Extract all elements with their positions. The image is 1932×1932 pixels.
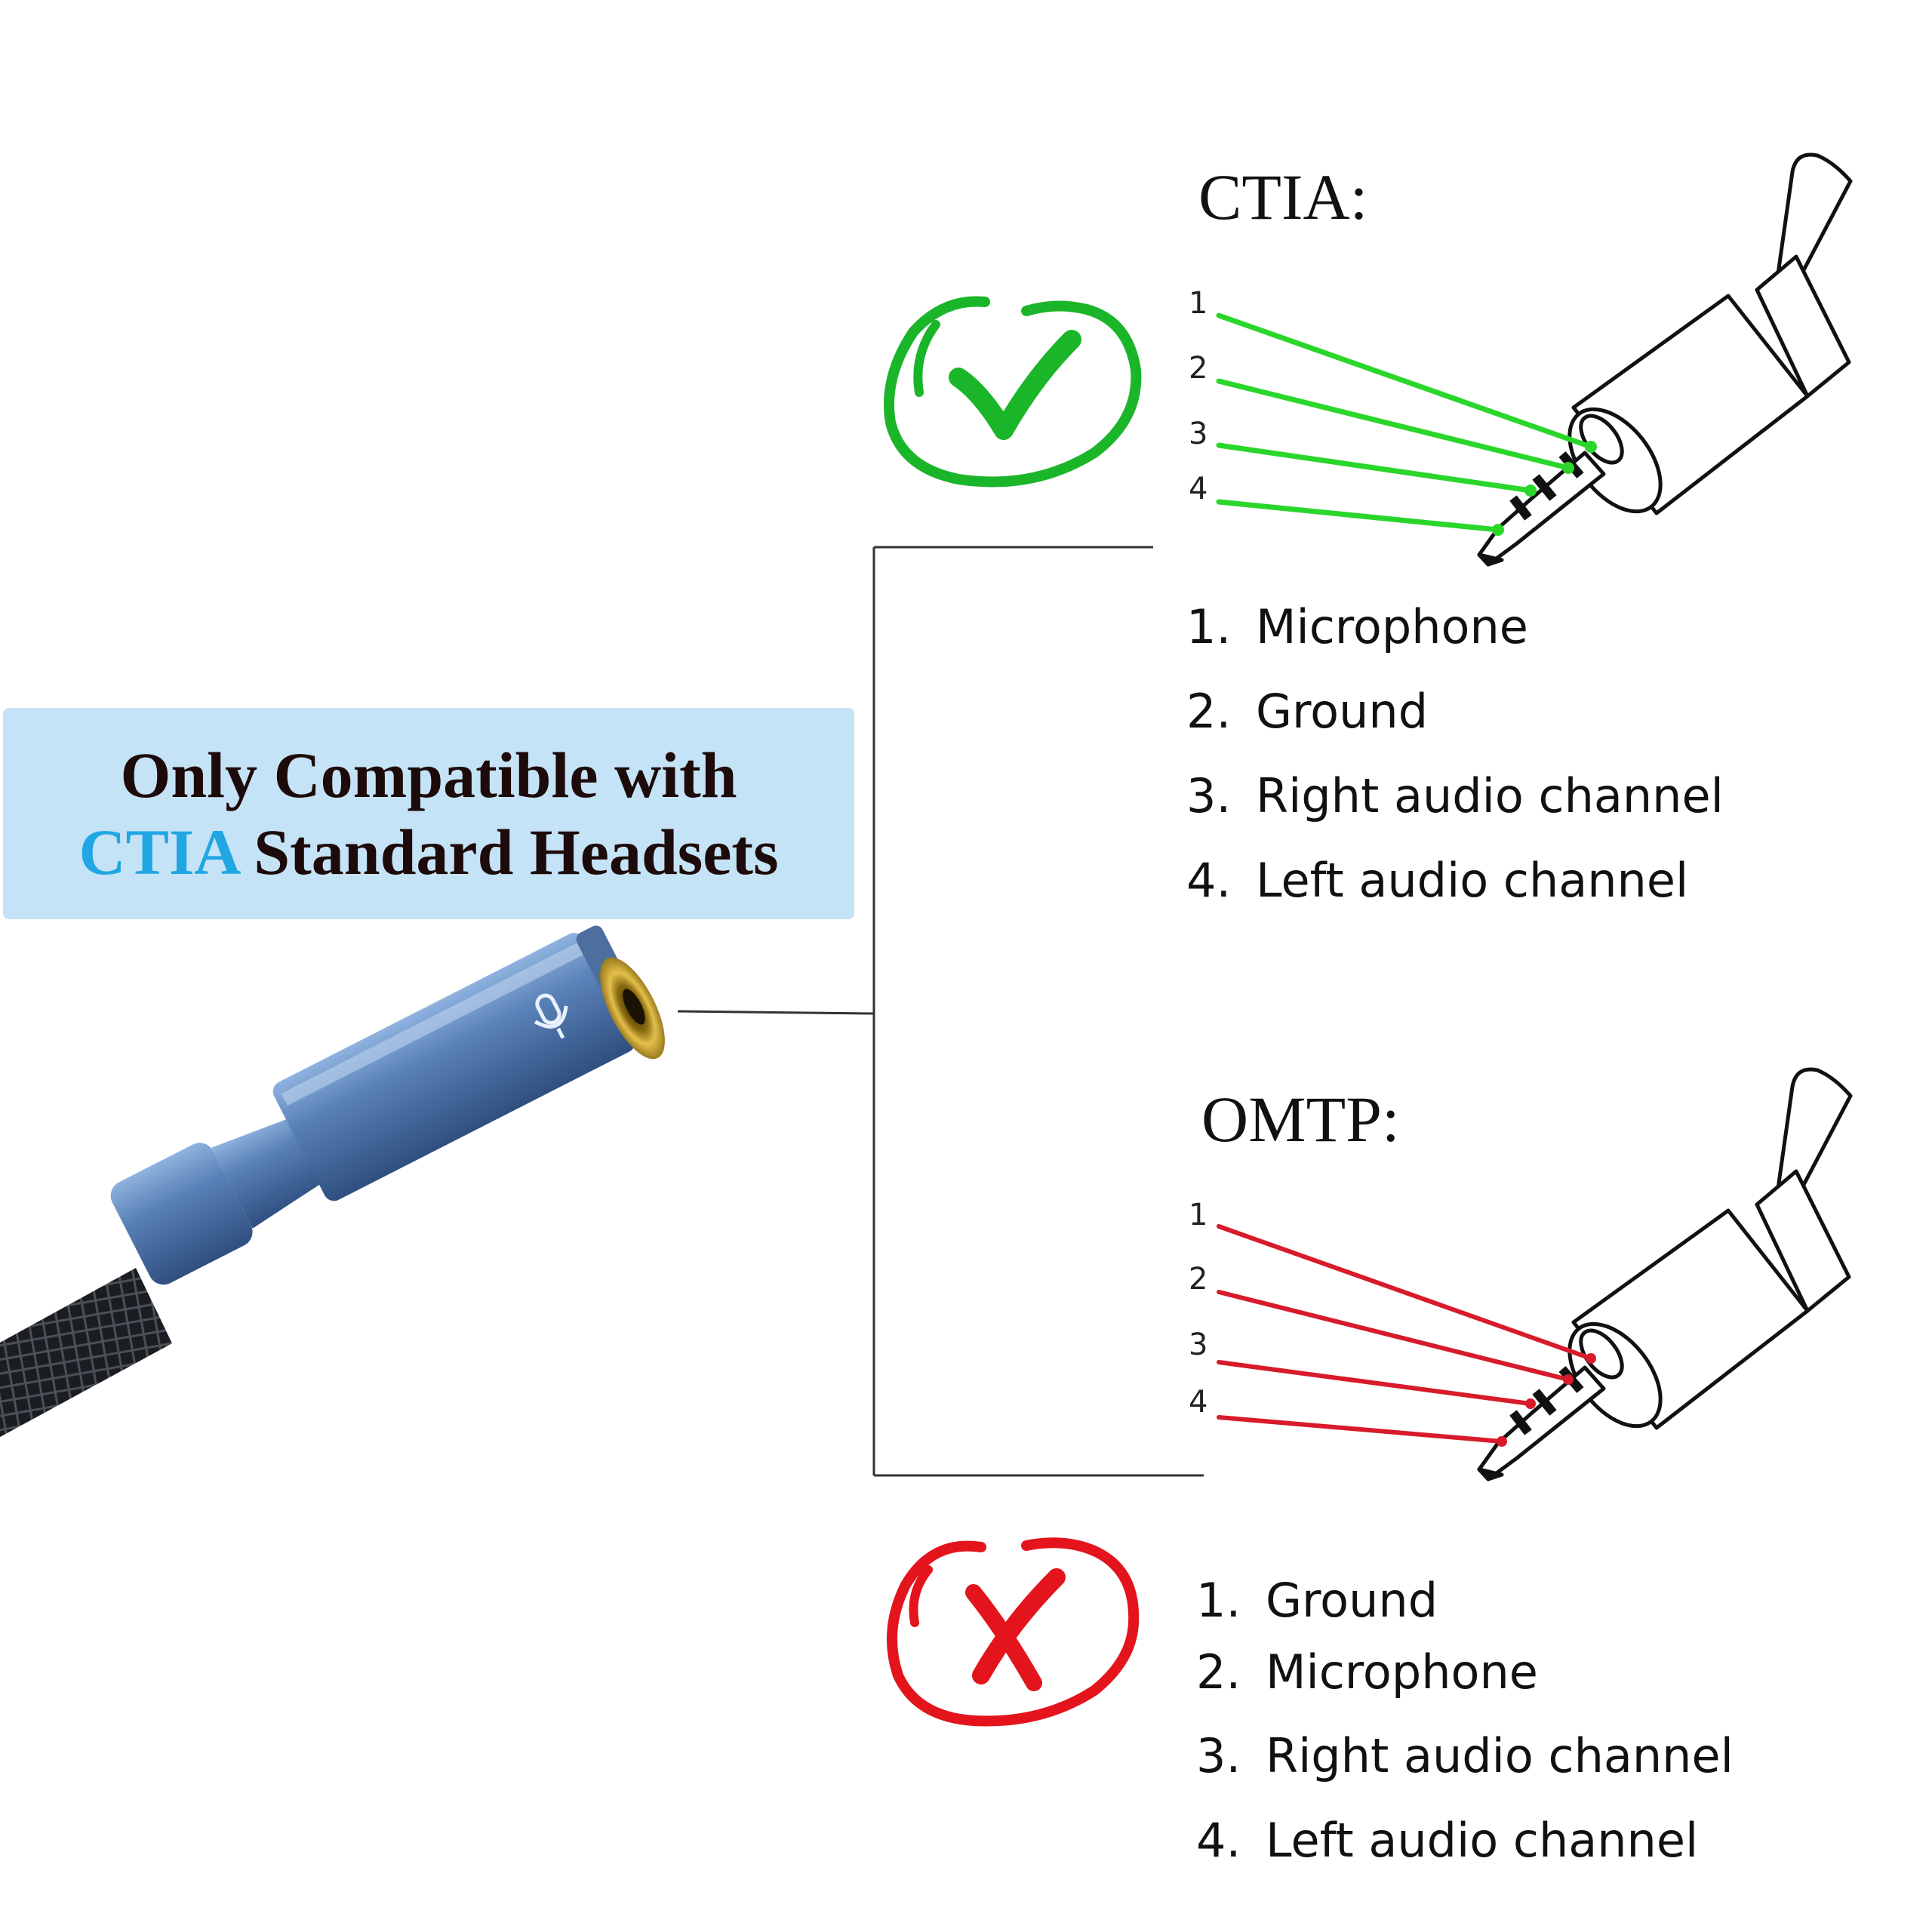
omtp-pin-1: 1 — [1189, 1198, 1208, 1232]
ctia-list-num: 1. — [1186, 599, 1232, 654]
omtp-list-num: 4. — [1196, 1813, 1241, 1868]
banner-line-2: CTIA Standard Headsets — [78, 814, 778, 891]
banner-line-2-rest: Standard Headsets — [237, 816, 779, 888]
compatibility-banner: Only Compatible with CTIA Standard Heads… — [3, 708, 854, 919]
ctia-list-num: 2. — [1186, 684, 1232, 739]
ctia-list-label: Left audio channel — [1256, 853, 1689, 908]
cross-icon — [887, 1537, 1140, 1727]
omtp-pin-lines — [1217, 1224, 1593, 1444]
ctia-list-item-2: 2.Ground — [1186, 688, 1428, 735]
omtp-list-item-4: 4.Left audio channel — [1196, 1817, 1698, 1864]
ctia-pin-lines — [1216, 312, 1594, 533]
omtp-pin-4: 4 — [1189, 1385, 1208, 1420]
banner-accent-ctia: CTIA — [78, 816, 238, 888]
omtp-list-item-1: 1.Ground — [1196, 1577, 1438, 1624]
microphone-icon — [534, 993, 568, 1039]
ctia-list-item-1: 1.Microphone — [1186, 604, 1528, 651]
omtp-plug-drawing — [1477, 1067, 1853, 1481]
ctia-list-label: Microphone — [1256, 599, 1528, 654]
ctia-list-item-3: 3.Right audio channel — [1186, 773, 1724, 820]
connector-bracket — [677, 546, 1204, 1477]
ctia-plug-drawing — [1477, 152, 1853, 567]
omtp-list-num: 1. — [1196, 1573, 1241, 1628]
omtp-title: OMTP: — [1201, 1083, 1400, 1155]
ctia-pin-4: 4 — [1189, 472, 1208, 506]
ctia-pin-2: 2 — [1189, 351, 1208, 386]
ctia-list-label: Ground — [1256, 684, 1429, 739]
ctia-list-item-4: 4.Left audio channel — [1186, 857, 1688, 904]
omtp-list-num: 2. — [1196, 1644, 1241, 1700]
ctia-title: CTIA: — [1198, 161, 1368, 233]
omtp-list-label: Ground — [1266, 1573, 1438, 1628]
omtp-pin-dots — [1497, 1353, 1596, 1447]
omtp-pin-2: 2 — [1189, 1262, 1208, 1297]
ctia-pin-dots — [1492, 441, 1597, 536]
adapter-image — [0, 925, 665, 1438]
ctia-list-num: 4. — [1186, 853, 1232, 908]
omtp-list-label: Microphone — [1266, 1644, 1538, 1700]
check-icon — [884, 296, 1142, 488]
omtp-list-num: 3. — [1196, 1728, 1241, 1783]
ctia-pin-1: 1 — [1189, 286, 1208, 321]
banner-line-1: Only Compatible with — [120, 739, 737, 811]
ctia-list-num: 3. — [1186, 768, 1232, 823]
omtp-list-label: Right audio channel — [1266, 1728, 1734, 1783]
omtp-list-item-2: 2.Microphone — [1196, 1649, 1538, 1696]
ctia-list-label: Right audio channel — [1256, 768, 1724, 823]
omtp-list-item-3: 3.Right audio channel — [1196, 1733, 1734, 1780]
ctia-pin-3: 3 — [1189, 417, 1208, 451]
omtp-list-label: Left audio channel — [1266, 1813, 1699, 1868]
omtp-pin-3: 3 — [1189, 1327, 1208, 1362]
